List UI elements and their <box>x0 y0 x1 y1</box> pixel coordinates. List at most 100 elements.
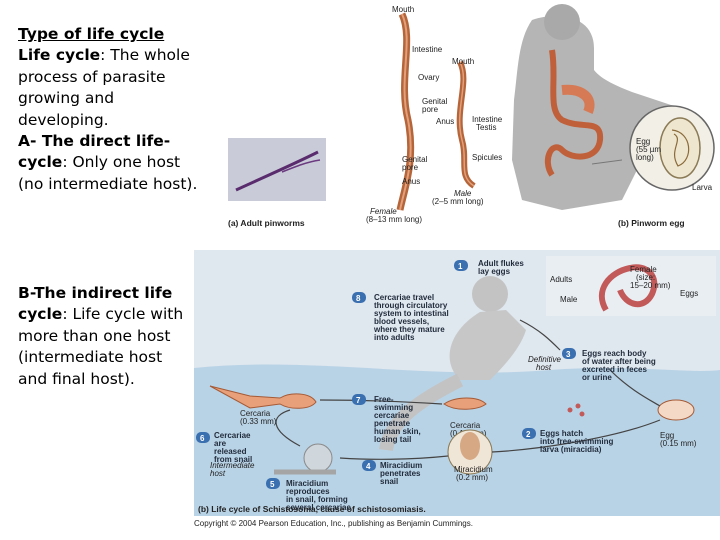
svg-text:human skin,: human skin, <box>374 427 421 436</box>
svg-text:from snail: from snail <box>214 455 252 464</box>
label-anus: Anus <box>436 117 454 126</box>
label-intermediate-host: host <box>210 469 226 478</box>
step-6: 6 Cercariae are released from snail <box>196 431 252 464</box>
label-mouth-male: Mouth <box>452 57 474 66</box>
label-cercaria: Cercaria <box>450 421 481 430</box>
svg-text:are: are <box>214 439 227 448</box>
definition-text: more than one host <box>18 326 171 345</box>
label-intestine: Intestine <box>412 45 443 54</box>
svg-text:through circulatory: through circulatory <box>374 301 448 310</box>
svg-text:lay eggs: lay eggs <box>478 267 511 276</box>
label-female: Female <box>630 265 657 274</box>
svg-text:where they mature: where they mature <box>373 325 445 334</box>
label-spicules: Spicules <box>472 153 502 162</box>
svg-text:4: 4 <box>366 462 371 471</box>
definition-text: : The whole <box>100 46 190 65</box>
adult-flukes <box>598 264 658 312</box>
label-egg-size: long) <box>636 153 654 162</box>
label-female-size: 15–20 mm) <box>630 281 671 290</box>
text-block-direct: Type of life cycle Life cycle: The whole… <box>18 24 208 195</box>
heading-life-cycle-type: Type of life cycle <box>18 25 165 43</box>
human-body-silhouette <box>512 15 698 210</box>
pinworm-micrograph <box>228 138 326 201</box>
label-female-size: (size: <box>636 273 655 282</box>
step-8: 8 Cercariae travel through circulatory s… <box>352 292 449 342</box>
step-1: 1 Adult flukes lay eggs <box>454 259 524 276</box>
figure-schistosoma: Adults Female (size: 15–20 mm) Eggs Male… <box>190 250 720 540</box>
term-cycle: cycle <box>18 153 63 172</box>
svg-text:into adults: into adults <box>374 333 415 342</box>
label-male: Male <box>454 189 472 198</box>
svg-text:swimming: swimming <box>374 403 413 412</box>
cercaria-left <box>209 385 317 409</box>
pinworm-egg <box>659 117 701 179</box>
term-indirect-life-cycle: B-The indirect life <box>18 284 173 302</box>
label-cercaria-size: (0.33 mm) <box>240 417 277 426</box>
label-larva: Larva <box>692 183 713 192</box>
step-2: 2 Eggs hatch into free-swimming larva (m… <box>522 428 613 454</box>
miracidium <box>460 432 480 460</box>
definition-text: : Life cycle with <box>62 305 184 324</box>
svg-text:Miracidium: Miracidium <box>380 461 422 470</box>
label-miracidium: Miracidium <box>454 465 493 474</box>
label-intestine-male: Intestine <box>472 115 503 124</box>
label-genital-pore: pore <box>402 163 419 172</box>
label-adults: Adults <box>550 275 572 284</box>
svg-text:7: 7 <box>356 396 361 405</box>
caption-adult-pinworms: (a) Adult pinworms <box>228 218 305 228</box>
label-eggs: Eggs <box>680 289 698 298</box>
svg-text:reproduces: reproduces <box>286 487 330 496</box>
svg-text:into free-swimming: into free-swimming <box>540 437 613 446</box>
svg-text:penetrate: penetrate <box>374 419 411 428</box>
pinworm-illustration: (a) Adult pinworms Mouth Intestine Ovary… <box>228 4 715 228</box>
svg-text:6: 6 <box>200 434 205 443</box>
definition-text: : Only one host <box>62 153 181 172</box>
label-genital-pore: Genital <box>402 155 428 164</box>
schistosoma-illustration: Adults Female (size: 15–20 mm) Eggs Male… <box>194 250 720 528</box>
cercaria-mid <box>443 397 487 410</box>
label-female: Female <box>370 207 397 216</box>
figure-pinworm: (a) Adult pinworms Mouth Intestine Ovary… <box>222 0 720 232</box>
svg-text:Free-: Free- <box>374 395 394 404</box>
caption-schistosoma: (b) Life cycle of Schistosoma, cause of … <box>198 504 426 514</box>
svg-text:2: 2 <box>526 430 531 439</box>
svg-text:Adult flukes: Adult flukes <box>478 259 524 268</box>
svg-text:of water after being: of water after being <box>582 357 656 366</box>
human-head <box>544 4 580 40</box>
svg-text:system to intestinal: system to intestinal <box>374 309 449 318</box>
male-worm <box>456 60 476 189</box>
svg-text:Cercariae travel: Cercariae travel <box>374 293 434 302</box>
label-egg: Egg <box>636 137 650 146</box>
micrograph-worm <box>235 150 319 192</box>
definition-text: developing. <box>18 110 109 129</box>
svg-text:blood vessels,: blood vessels, <box>374 317 429 326</box>
label-genital-pore: Genital <box>422 97 448 106</box>
label-egg-size: (55 µm <box>636 145 661 154</box>
svg-text:5: 5 <box>270 480 275 489</box>
human-head <box>472 276 508 312</box>
svg-text:several cercariae: several cercariae <box>286 503 352 512</box>
label-egg-size: (0.15 mm) <box>660 439 697 448</box>
step-5: 5 Miracidium reproduces in snail, formin… <box>266 478 352 512</box>
label-egg: Egg <box>660 431 674 440</box>
text-block-indirect: B-The indirect life cycle: Life cycle wi… <box>18 283 208 390</box>
svg-text:3: 3 <box>566 350 571 359</box>
svg-text:cercariae: cercariae <box>374 411 410 420</box>
svg-text:snail: snail <box>380 477 398 486</box>
step-3: 3 Eggs reach body of water after being e… <box>562 348 656 382</box>
larva-inside-egg <box>671 129 690 167</box>
svg-text:in snail, forming: in snail, forming <box>286 495 348 504</box>
label-male-size: (2–5 mm long) <box>432 197 484 206</box>
svg-text:Cercariae: Cercariae <box>214 431 251 440</box>
svg-text:or urine: or urine <box>582 373 612 382</box>
label-intermediate-host: Intermediate <box>210 461 255 470</box>
svg-text:penetrates: penetrates <box>380 469 421 478</box>
label-genital-pore: pore <box>422 105 439 114</box>
term-life-cycle: Life cycle <box>18 46 101 65</box>
label-female-size: (8–13 mm long) <box>366 215 422 224</box>
human-leg <box>379 373 464 452</box>
definition-text: process of parasite <box>18 67 166 86</box>
svg-text:Eggs reach body: Eggs reach body <box>582 349 647 358</box>
definition-text: and final host). <box>18 369 135 388</box>
definition-text: (intermediate host <box>18 348 163 367</box>
